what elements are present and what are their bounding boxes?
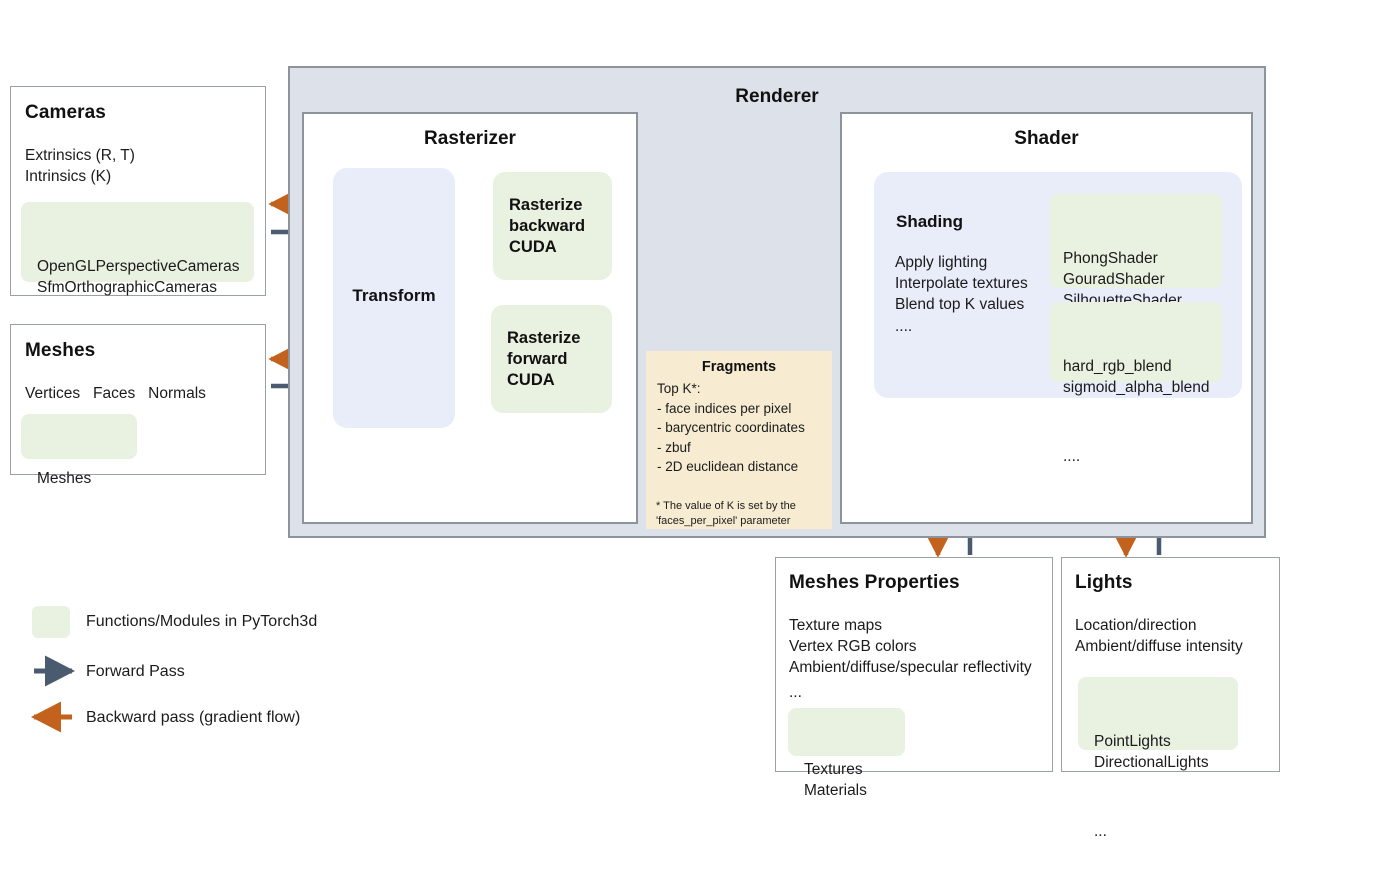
transform-block: Transform bbox=[333, 168, 455, 428]
cameras-modules-lines: OpenGLPerspectiveCameras SfmOrthographic… bbox=[37, 258, 240, 296]
rasterize-forward-cuda-block: Rasterize forward CUDA bbox=[491, 305, 612, 413]
meshes-properties-lines: Texture maps Vertex RGB colors Ambient/d… bbox=[789, 617, 1032, 676]
fragments-note: Fragments Top K*: - face indices per pix… bbox=[646, 351, 832, 529]
meshes-properties-title: Meshes Properties bbox=[789, 572, 960, 593]
cameras-card: Cameras Extrinsics (R, T) Intrinsics (K)… bbox=[10, 86, 266, 365]
blend-functions-ellipsis: .... bbox=[1063, 448, 1081, 465]
lights-modules-list: PointLights DirectionalLights ... bbox=[1078, 677, 1238, 840]
meshes-title: Meshes bbox=[25, 340, 96, 361]
shading-block: Shading Apply lighting Interpolate textu… bbox=[874, 172, 1242, 465]
lights-modules-ellipsis: ... bbox=[1094, 823, 1107, 840]
shader-modules-list: PhongShader GouradShader SilhouetteShade… bbox=[1050, 194, 1222, 378]
blend-functions-list: hard_rgb_blend sigmoid_alpha_blend .... bbox=[1050, 302, 1222, 465]
shading-lines: Apply lighting Interpolate textures Blen… bbox=[895, 254, 1028, 313]
legend-module-label: Functions/Modules in PyTorch3d bbox=[86, 613, 318, 630]
rasterizer-title: Rasterizer bbox=[424, 128, 516, 149]
meshes-properties-ellipsis: ... bbox=[789, 684, 802, 701]
shading-ellipsis: .... bbox=[895, 318, 913, 335]
legend-forward-label: Forward Pass bbox=[86, 663, 185, 680]
fragments-body: Top K*: - face indices per pixel - baryc… bbox=[657, 381, 805, 474]
cameras-modules-list: OpenGLPerspectiveCameras SfmOrthographic… bbox=[21, 202, 254, 365]
meshes-card: Meshes Vertices Faces Normals Meshes bbox=[10, 324, 266, 487]
shader-title: Shader bbox=[1014, 128, 1079, 149]
lights-lines: Location/direction Ambient/diffuse inten… bbox=[1075, 617, 1243, 655]
cameras-lines: Extrinsics (R, T) Intrinsics (K) bbox=[25, 147, 135, 185]
legend-backward-label: Backward pass (gradient flow) bbox=[86, 709, 301, 726]
meshes-properties-modules-lines: Textures Materials bbox=[804, 761, 867, 799]
transform-label: Transform bbox=[352, 286, 436, 305]
lights-title: Lights bbox=[1075, 572, 1133, 593]
meshes-modules-lines: Meshes bbox=[37, 470, 92, 487]
meshes-lines: Vertices Faces Normals bbox=[25, 385, 206, 402]
shading-label: Shading bbox=[896, 212, 964, 231]
blend-functions-lines: hard_rgb_blend sigmoid_alpha_blend bbox=[1063, 358, 1210, 396]
fragments-footnote: * The value of K is set by the 'faces_pe… bbox=[656, 499, 796, 527]
legend-module-swatch bbox=[32, 606, 70, 638]
cameras-title: Cameras bbox=[25, 102, 106, 123]
fragments-title: Fragments bbox=[701, 359, 777, 375]
rasterize-backward-cuda-label: Rasterize backward CUDA bbox=[509, 195, 586, 256]
lights-card: Lights Location/direction Ambient/diffus… bbox=[1061, 557, 1280, 840]
rasterize-forward-cuda-label: Rasterize forward CUDA bbox=[507, 328, 581, 389]
rasterize-backward-cuda-block: Rasterize backward CUDA bbox=[493, 172, 612, 280]
meshes-modules-list: Meshes bbox=[21, 414, 137, 487]
meshes-properties-card: Meshes Properties Texture maps Vertex RG… bbox=[775, 557, 1053, 799]
meshes-properties-modules-list: Textures Materials bbox=[788, 708, 905, 799]
lights-modules-lines: PointLights DirectionalLights bbox=[1094, 733, 1209, 771]
renderer-title: Renderer bbox=[735, 86, 819, 107]
